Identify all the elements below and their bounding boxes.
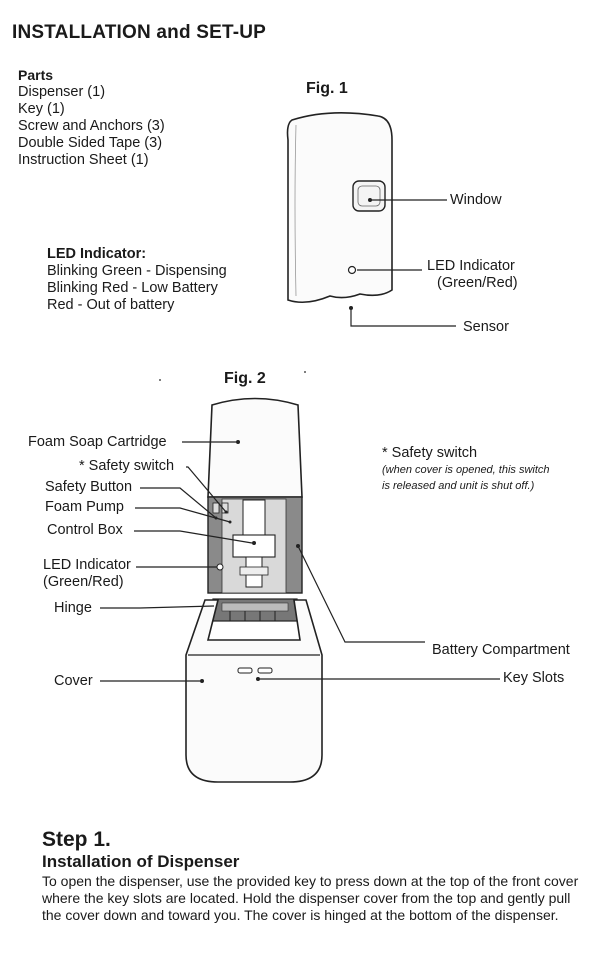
fig2-title: Fig. 2 [224, 370, 266, 387]
parts-list: Parts Dispenser (1) Key (1) Screw and An… [18, 67, 165, 169]
label-hinge: Hinge [54, 600, 92, 616]
safety-note-line: is released and unit is shut off.) [382, 480, 535, 492]
label-cover: Cover [54, 673, 93, 689]
label-foam-soap-cartridge: Foam Soap Cartridge [28, 434, 167, 450]
led-item: Red - Out of battery [47, 297, 175, 313]
parts-heading: Parts [18, 67, 54, 83]
label-sensor: Sensor [463, 319, 509, 335]
led-item: Blinking Red - Low Battery [47, 280, 218, 296]
label-control-box: Control Box [47, 522, 123, 538]
parts-item: Dispenser (1) [18, 84, 106, 100]
label-safety-switch: * Safety switch [79, 458, 175, 474]
led-item: Blinking Green - Dispensing [47, 263, 227, 279]
step-body: To open the dispenser, use the provided … [42, 873, 579, 923]
fig1-dispenser-drawing [286, 112, 456, 327]
step-subtitle: Installation of Dispenser [42, 852, 240, 871]
label-led-indicator: LED Indicator [427, 258, 515, 274]
label-safety-button: Safety Button [45, 479, 133, 495]
led-dot [347, 265, 357, 275]
page-title: INSTALLATION and SET-UP [12, 22, 267, 43]
parts-item: Double Sided Tape (3) [18, 135, 163, 151]
fig1-title: Fig. 1 [306, 80, 348, 97]
safety-note-title: * Safety switch [382, 445, 478, 461]
label-battery-compartment: Battery Compartment [432, 642, 570, 658]
label-led-colors-2: (Green/Red) [43, 574, 124, 590]
label-led-indicator-2: LED Indicator [43, 557, 131, 573]
parts-item: Key (1) [18, 101, 65, 117]
label-foam-pump: Foam Pump [45, 499, 124, 515]
safety-switch-note: * Safety switch (when cover is opened, t… [382, 445, 550, 493]
safety-note-line: (when cover is opened, this switch [382, 464, 550, 476]
led-heading: LED Indicator: [47, 246, 147, 262]
fig2-open-dispenser-drawing [100, 397, 500, 783]
label-led-colors: (Green/Red) [437, 275, 518, 291]
parts-item: Instruction Sheet (1) [18, 152, 149, 168]
window-shape [352, 180, 386, 212]
led-legend: LED Indicator: Blinking Green - Dispensi… [47, 246, 227, 314]
label-window: Window [450, 192, 502, 208]
step-number: Step 1. [42, 828, 111, 851]
label-key-slots: Key Slots [503, 670, 565, 686]
parts-item: Screw and Anchors (3) [18, 118, 165, 134]
